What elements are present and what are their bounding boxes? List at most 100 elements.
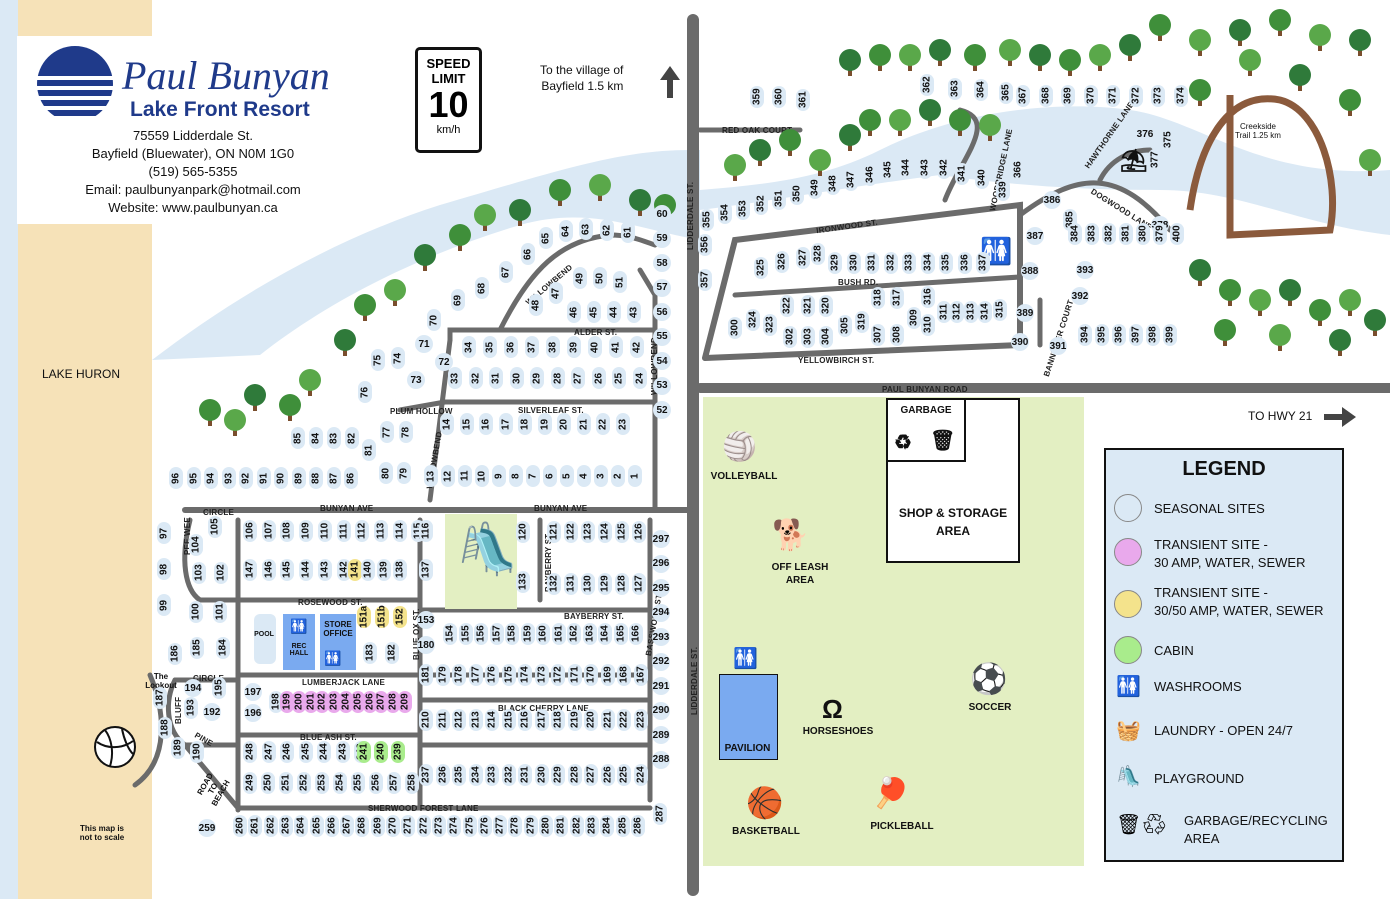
campsite-243[interactable]: 243 bbox=[335, 741, 350, 763]
campsite-353[interactable]: 353 bbox=[736, 198, 750, 220]
campsite-162[interactable]: 162 bbox=[567, 623, 581, 645]
campsite-146[interactable]: 146 bbox=[261, 559, 276, 581]
campsite-312[interactable]: 312 bbox=[950, 301, 964, 323]
campsite-59[interactable]: 59 bbox=[653, 229, 671, 248]
campsite-232[interactable]: 232 bbox=[501, 764, 516, 786]
campsite-245[interactable]: 245 bbox=[298, 741, 313, 763]
campsite-35[interactable]: 35 bbox=[483, 336, 497, 358]
campsite-45[interactable]: 45 bbox=[587, 301, 601, 323]
campsite-160[interactable]: 160 bbox=[536, 623, 550, 645]
campsite-281[interactable]: 281 bbox=[554, 815, 569, 837]
campsite-178[interactable]: 178 bbox=[452, 664, 466, 686]
campsite-320[interactable]: 320 bbox=[819, 295, 833, 317]
campsite-350[interactable]: 350 bbox=[790, 183, 804, 205]
campsite-380[interactable]: 380 bbox=[1136, 223, 1150, 245]
campsite-122[interactable]: 122 bbox=[564, 521, 578, 543]
campsite-354[interactable]: 354 bbox=[718, 202, 732, 224]
campsite-288[interactable]: 288 bbox=[652, 750, 670, 769]
campsite-371[interactable]: 371 bbox=[1106, 85, 1120, 107]
campsite-90[interactable]: 90 bbox=[274, 467, 288, 489]
campsite-279[interactable]: 279 bbox=[523, 815, 538, 837]
campsite-262[interactable]: 262 bbox=[263, 815, 278, 837]
campsite-95[interactable]: 95 bbox=[186, 467, 201, 489]
campsite-110[interactable]: 110 bbox=[317, 520, 332, 542]
campsite-249[interactable]: 249 bbox=[243, 772, 257, 794]
campsite-236[interactable]: 236 bbox=[435, 764, 450, 786]
campsite-223[interactable]: 223 bbox=[633, 709, 648, 731]
campsite-137[interactable]: 137 bbox=[419, 559, 433, 581]
campsite-12[interactable]: 12 bbox=[441, 465, 455, 487]
campsite-247[interactable]: 247 bbox=[261, 741, 276, 763]
campsite-4[interactable]: 4 bbox=[577, 465, 591, 487]
campsite-285[interactable]: 285 bbox=[615, 815, 630, 837]
campsite-128[interactable]: 128 bbox=[615, 573, 629, 595]
campsite-89[interactable]: 89 bbox=[291, 467, 306, 489]
campsite-286[interactable]: 286 bbox=[630, 815, 645, 837]
campsite-351[interactable]: 351 bbox=[772, 188, 786, 210]
campsite-92[interactable]: 92 bbox=[239, 467, 253, 489]
campsite-344[interactable]: 344 bbox=[899, 157, 913, 179]
campsite-33[interactable]: 33 bbox=[448, 367, 462, 389]
campsite-181[interactable]: 181 bbox=[419, 664, 433, 686]
campsite-29[interactable]: 29 bbox=[530, 367, 544, 389]
campsite-125[interactable]: 125 bbox=[615, 521, 629, 543]
campsite-235[interactable]: 235 bbox=[452, 764, 466, 786]
campsite-234[interactable]: 234 bbox=[468, 764, 483, 786]
campsite-123[interactable]: 123 bbox=[581, 521, 595, 543]
campsite-40[interactable]: 40 bbox=[588, 336, 602, 358]
campsite-31[interactable]: 31 bbox=[489, 367, 503, 389]
campsite-42[interactable]: 42 bbox=[630, 336, 644, 358]
campsite-81[interactable]: 81 bbox=[362, 439, 376, 461]
campsite-340[interactable]: 340 bbox=[975, 167, 989, 189]
campsite-176[interactable]: 176 bbox=[485, 664, 499, 686]
campsite-357[interactable]: 357 bbox=[698, 269, 712, 291]
campsite-11[interactable]: 11 bbox=[458, 465, 472, 487]
campsite-396[interactable]: 396 bbox=[1112, 324, 1126, 346]
campsite-392[interactable]: 392 bbox=[1071, 287, 1089, 305]
campsite-292[interactable]: 292 bbox=[652, 652, 670, 671]
campsite-138[interactable]: 138 bbox=[393, 559, 407, 581]
campsite-158[interactable]: 158 bbox=[505, 623, 519, 645]
campsite-265[interactable]: 265 bbox=[309, 815, 324, 837]
campsite-294[interactable]: 294 bbox=[652, 603, 670, 622]
campsite-271[interactable]: 271 bbox=[401, 815, 416, 837]
campsite-224[interactable]: 224 bbox=[633, 764, 648, 786]
campsite-50[interactable]: 50 bbox=[593, 267, 607, 289]
campsite-389[interactable]: 389 bbox=[1016, 304, 1034, 322]
campsite-334[interactable]: 334 bbox=[920, 252, 935, 274]
campsite-60[interactable]: 60 bbox=[653, 205, 671, 223]
campsite-8[interactable]: 8 bbox=[509, 465, 523, 487]
campsite-246[interactable]: 246 bbox=[280, 741, 294, 763]
campsite-399[interactable]: 399 bbox=[1163, 324, 1177, 346]
campsite-62[interactable]: 62 bbox=[600, 219, 614, 241]
campsite-373[interactable]: 373 bbox=[1151, 85, 1165, 107]
campsite-244[interactable]: 244 bbox=[317, 741, 331, 763]
campsite-325[interactable]: 325 bbox=[754, 257, 768, 279]
campsite-370[interactable]: 370 bbox=[1083, 85, 1098, 107]
campsite-107[interactable]: 107 bbox=[261, 520, 276, 542]
campsite-219[interactable]: 219 bbox=[567, 709, 582, 731]
campsite-20[interactable]: 20 bbox=[557, 413, 571, 435]
campsite-326[interactable]: 326 bbox=[775, 251, 789, 273]
campsite-348[interactable]: 348 bbox=[826, 173, 840, 195]
campsite-289[interactable]: 289 bbox=[652, 726, 670, 744]
campsite-77[interactable]: 77 bbox=[380, 421, 394, 443]
campsite-156[interactable]: 156 bbox=[474, 623, 488, 645]
campsite-175[interactable]: 175 bbox=[501, 664, 516, 686]
campsite-28[interactable]: 28 bbox=[550, 367, 565, 389]
campsite-124[interactable]: 124 bbox=[598, 521, 612, 543]
campsite-226[interactable]: 226 bbox=[600, 764, 615, 786]
campsite-327[interactable]: 327 bbox=[796, 247, 810, 269]
campsite-189[interactable]: 189 bbox=[171, 737, 185, 759]
campsite-323[interactable]: 323 bbox=[763, 314, 777, 336]
campsite-359[interactable]: 359 bbox=[750, 86, 764, 108]
campsite-308[interactable]: 308 bbox=[890, 324, 904, 346]
campsite-261[interactable]: 261 bbox=[248, 815, 263, 837]
campsite-322[interactable]: 322 bbox=[780, 295, 794, 317]
campsite-304[interactable]: 304 bbox=[819, 326, 833, 348]
campsite-291[interactable]: 291 bbox=[652, 677, 670, 695]
campsite-155[interactable]: 155 bbox=[458, 623, 473, 645]
campsite-259[interactable]: 259 bbox=[198, 819, 216, 837]
campsite-190[interactable]: 190 bbox=[190, 741, 204, 763]
campsite-252[interactable]: 252 bbox=[297, 772, 311, 794]
